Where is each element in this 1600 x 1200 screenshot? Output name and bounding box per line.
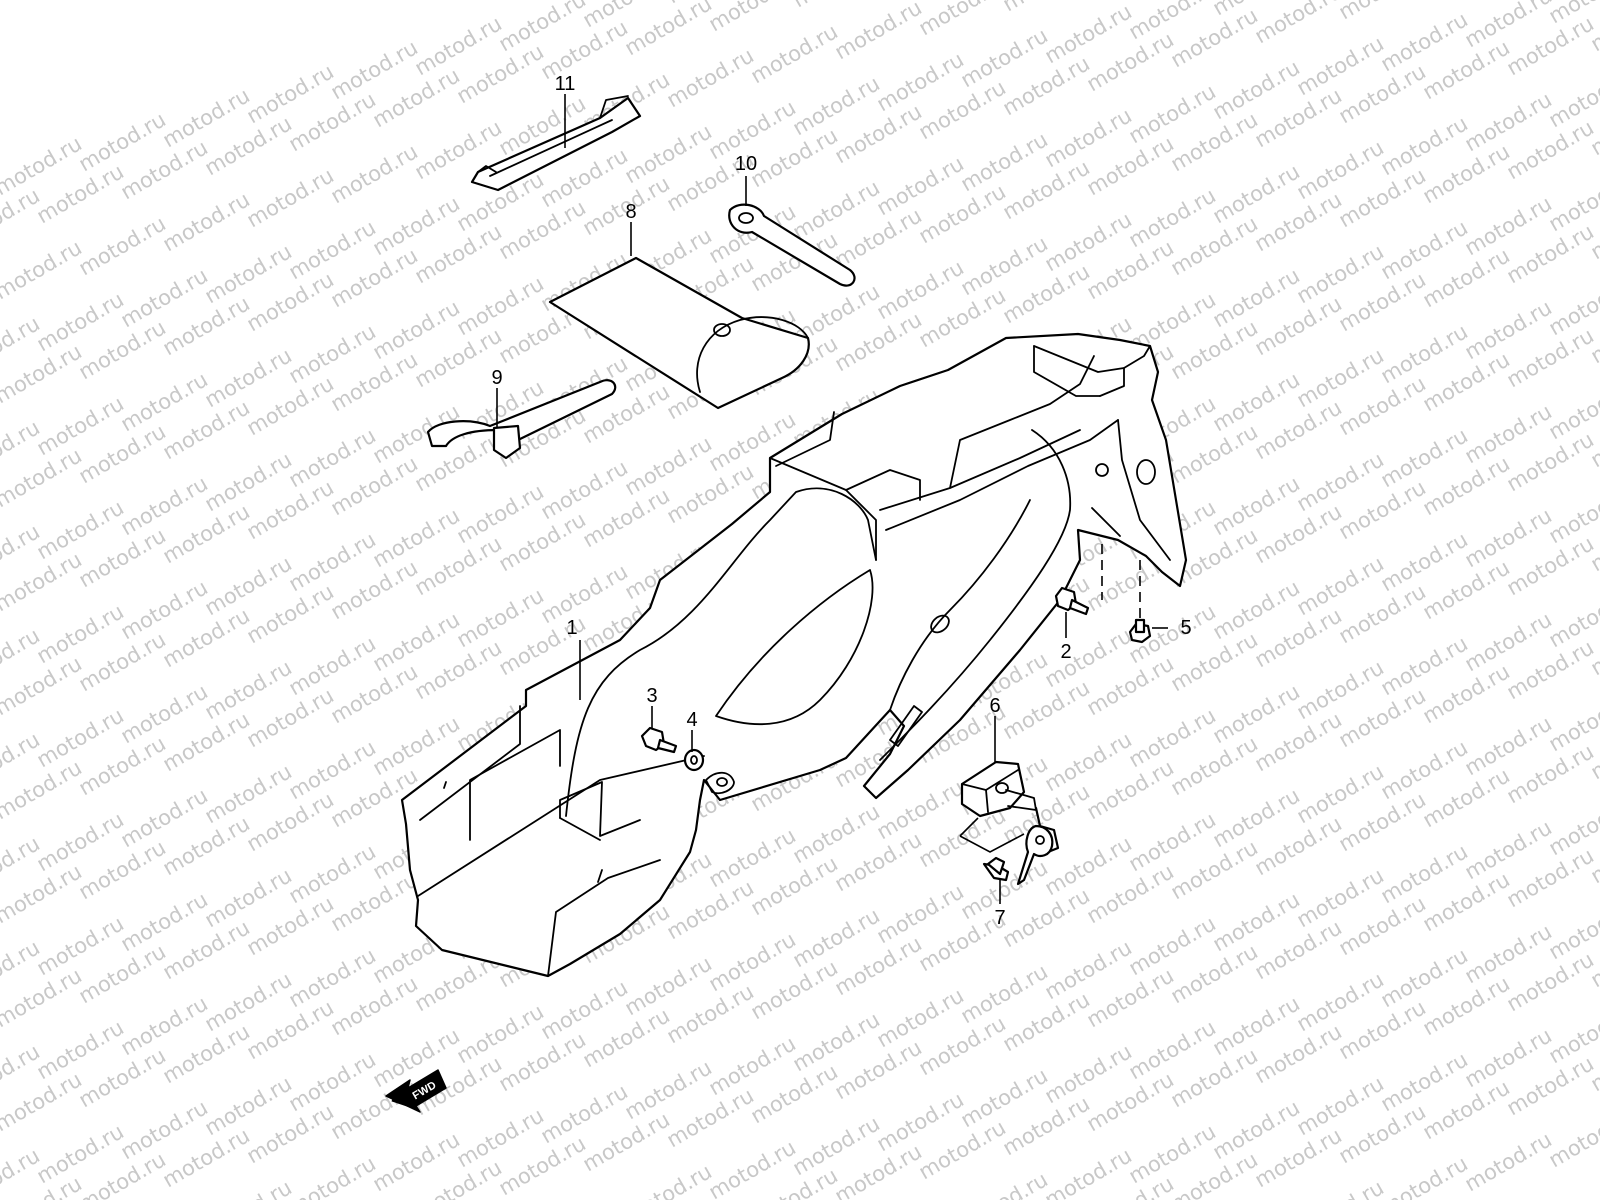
watermark-text: motod.ru xyxy=(1545,687,1600,756)
watermark-text: motod.ru xyxy=(243,163,338,232)
watermark-text: motod.ru xyxy=(915,0,1010,40)
watermark-text: motod.ru xyxy=(1545,583,1600,652)
part-10-spanner xyxy=(728,203,856,287)
watermark-text: motod.ru xyxy=(1293,1175,1388,1200)
watermark-text: motod.ru xyxy=(789,0,884,12)
watermark-text: motod.ru xyxy=(1545,63,1600,132)
watermark-text: motod.ru xyxy=(831,0,926,64)
watermark-text: motod.ru xyxy=(1041,1143,1136,1200)
key xyxy=(1016,824,1054,886)
watermark-text: motod.ru xyxy=(1545,895,1600,964)
part-9-wrench xyxy=(426,379,617,460)
watermark-text: motod.ru xyxy=(621,1159,716,1200)
part-7-screw xyxy=(982,856,1010,882)
watermark-text: motod.ru xyxy=(1461,1127,1556,1196)
callout-labels: 1 2 3 4 5 6 7 8 9 10 11 xyxy=(491,73,1191,929)
part-2-bolt xyxy=(1054,586,1090,616)
part-1-rear-fender xyxy=(400,332,1188,978)
watermark-text: motod.ru xyxy=(1545,167,1600,236)
watermark-text: motod.ru xyxy=(1545,1103,1600,1172)
watermark-text: motod.ru xyxy=(159,187,254,256)
watermark-text: motod.ru xyxy=(1545,479,1600,548)
part-3-bolt xyxy=(640,726,678,754)
fwd-direction-arrow: FWD xyxy=(385,1069,447,1113)
watermark-text: motod.ru xyxy=(1335,0,1430,24)
part-11-strap xyxy=(470,95,642,192)
callout-8: 8 xyxy=(625,201,636,223)
watermark-text: motod.ru xyxy=(1251,0,1346,48)
watermark-text: motod.ru xyxy=(1545,375,1600,444)
callout-2: 2 xyxy=(1060,641,1071,663)
watermark-text: motod.ru xyxy=(999,0,1094,16)
callout-4: 4 xyxy=(686,709,697,731)
watermark-text: motod.ru xyxy=(663,43,758,112)
callout-9: 9 xyxy=(491,367,502,389)
watermark-text: motod.ru xyxy=(1545,999,1600,1068)
watermark-text: motod.ru xyxy=(621,0,716,60)
callout-10: 10 xyxy=(735,153,757,175)
leader-lines xyxy=(496,94,1168,904)
watermark-text: motod.ru xyxy=(285,1151,380,1200)
callout-7: 7 xyxy=(994,907,1005,929)
callout-1: 1 xyxy=(566,617,577,639)
watermark-text: motod.ru xyxy=(957,1167,1052,1200)
part-5-screw xyxy=(1128,618,1152,644)
watermark-text: motod.ru xyxy=(1377,1151,1472,1200)
callout-3: 3 xyxy=(646,685,657,707)
part-4-nut xyxy=(683,748,705,772)
watermark-text: motod.ru xyxy=(0,235,86,304)
callout-11: 11 xyxy=(555,73,576,95)
part-8-tool-bag xyxy=(548,256,810,410)
watermark-text: motod.ru xyxy=(327,139,422,208)
callout-5: 5 xyxy=(1180,617,1191,639)
watermark-text: motod.ru xyxy=(201,1175,296,1200)
watermark-text: motod.ru xyxy=(75,211,170,280)
watermark-text: motod.ru xyxy=(1545,271,1600,340)
watermark-text: motod.ru xyxy=(1545,791,1600,860)
callout-6: 6 xyxy=(989,695,1000,717)
watermark-text: motod.ru xyxy=(747,19,842,88)
watermark-text: motod.ru xyxy=(705,0,800,36)
